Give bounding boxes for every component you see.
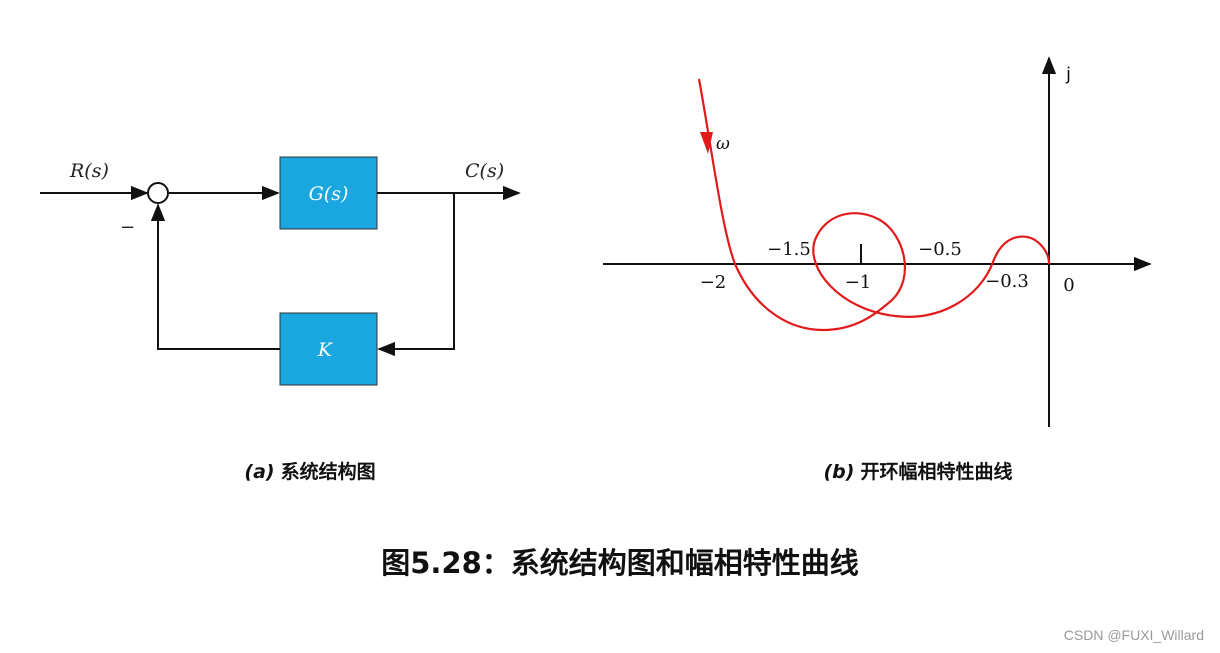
caption-a-letter: (a) xyxy=(244,461,274,483)
omega-label: ω xyxy=(716,134,730,154)
nyquist-plot: j −2 −1.5 −1 −0.5 −0.3 0 ω (b)开环幅相特性曲线 xyxy=(603,56,1152,483)
input-label: R(s) xyxy=(69,160,109,182)
feedback-path-to-junction xyxy=(150,203,280,350)
output-label: C(s) xyxy=(465,160,504,182)
caption-b: (b)开环幅相特性曲线 xyxy=(824,460,1013,483)
watermark: CSDN @FUXI_Willard xyxy=(1064,627,1204,643)
tick-label-zero: 0 xyxy=(1063,275,1074,296)
tick-label-neg0-5: −0.5 xyxy=(918,239,962,260)
feedback-block-k xyxy=(279,312,378,386)
block-diagram: R(s) − G(s) C(s) K (a) 系统结构图 xyxy=(40,156,521,483)
tick-label-neg2: −2 xyxy=(700,272,727,293)
forward-block-label: G(s) xyxy=(309,183,349,205)
tick-label-neg0-3: −0.3 xyxy=(985,271,1029,292)
caption-b-letter: (b) xyxy=(824,461,855,483)
caption-b-text: 开环幅相特性曲线 xyxy=(860,460,1012,483)
feedback-sign: − xyxy=(120,217,135,238)
direction-arrow xyxy=(700,132,713,154)
feedback-block-label: K xyxy=(317,339,334,361)
figure-title: 图5.28：系统结构图和幅相特性曲线 xyxy=(381,546,859,580)
summing-junction xyxy=(147,182,169,204)
caption-a-text: 系统结构图 xyxy=(281,460,376,483)
tick-label-neg1-5: −1.5 xyxy=(767,239,811,260)
imag-axis-label: j xyxy=(1065,64,1071,85)
tick-label-neg1: −1 xyxy=(845,272,872,293)
feedback-path-to-k xyxy=(377,193,455,357)
forward-block-g xyxy=(279,156,378,230)
caption-a: (a) 系统结构图 xyxy=(244,460,375,483)
nyquist-curve xyxy=(697,78,1051,332)
